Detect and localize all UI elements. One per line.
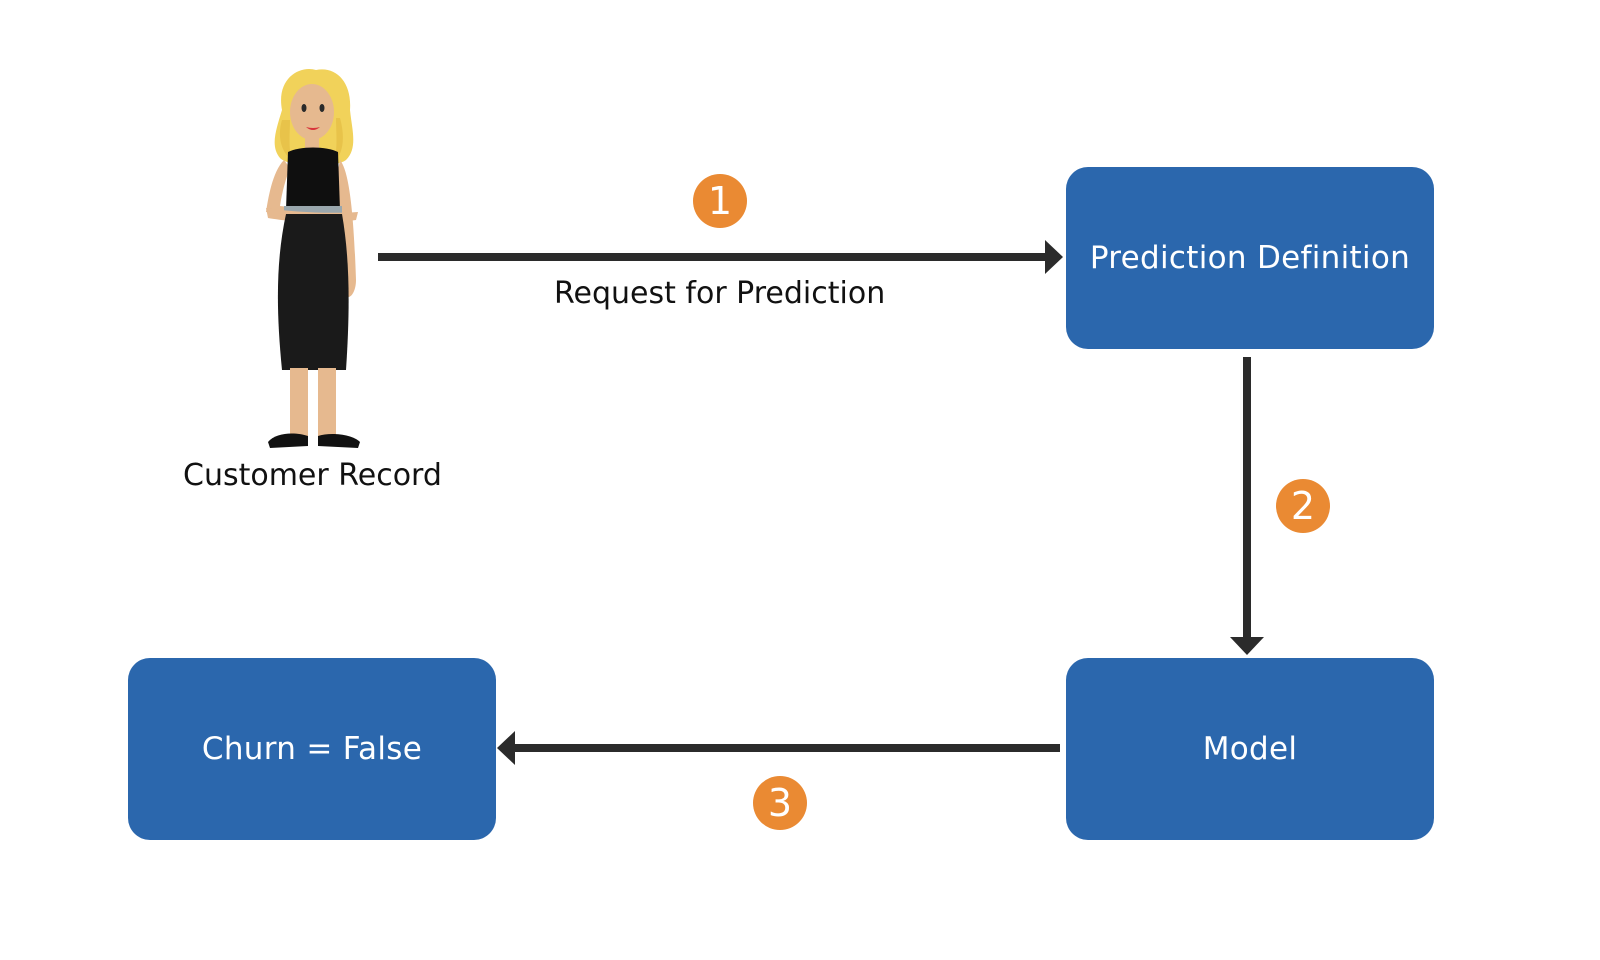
customer-record-label: Customer Record <box>183 458 442 493</box>
churn-result-box: Churn = False <box>128 658 496 840</box>
prediction-definition-box: Prediction Definition <box>1066 167 1434 349</box>
arrow-1 <box>378 240 1063 274</box>
model-box: Model <box>1066 658 1434 840</box>
request-for-prediction-label: Request for Prediction <box>554 276 886 311</box>
step-2-badge: 2 <box>1276 479 1330 533</box>
step-3-badge: 3 <box>753 776 807 830</box>
arrow-3 <box>497 731 1060 765</box>
arrow-2 <box>1230 357 1264 655</box>
step-1-badge: 1 <box>693 174 747 228</box>
